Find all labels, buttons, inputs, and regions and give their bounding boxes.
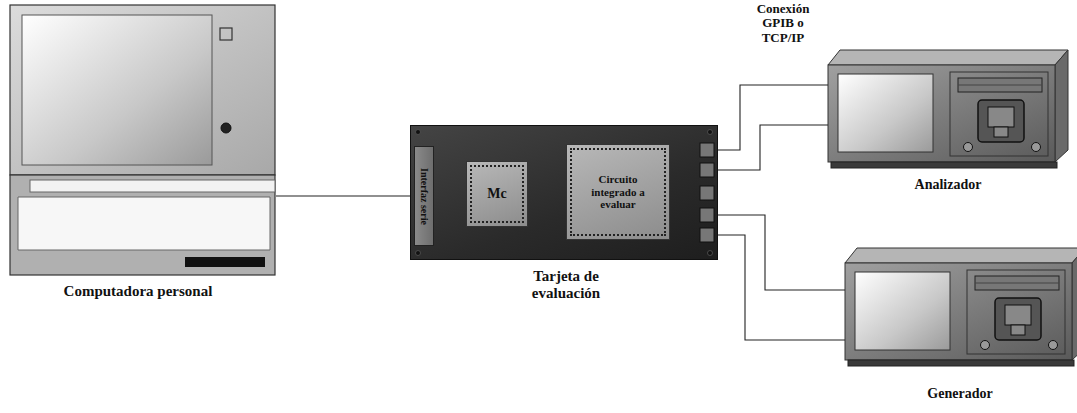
serial-interface: Interfaz serie [414,146,434,246]
laptop-hinge [30,180,275,192]
laptop-base [10,175,275,275]
analyzer-drawing [828,50,1068,168]
laptop-drawing [10,5,275,275]
board-screw [708,251,713,256]
laptop-lid [10,5,275,175]
board-screw [416,130,421,135]
board-port [700,228,714,242]
cable [276,195,414,196]
board-screw [416,251,421,256]
microcontroller-chip: Mc [466,161,528,227]
cable [718,215,845,290]
analyzer: Analizador [828,50,1068,200]
part-label: Interfaz serie [418,168,430,225]
laptop-led [221,123,231,133]
device-label: Generador [890,386,1030,402]
generator: Generador [845,248,1075,410]
laptop-button [220,28,232,40]
cable [718,85,828,150]
device-label: Tarjeta de evaluación [501,268,631,303]
part-label: Mc [487,186,506,202]
board-port [700,163,714,177]
laptop: Computadora personal [8,3,276,308]
evaluation-board: Tarjeta de evaluaciónInterfaz serieMcCir… [410,125,718,260]
device-label: Analizador [883,177,1013,193]
generator-drawing [845,248,1077,366]
board-port [700,208,714,222]
board-screw [708,130,713,135]
laptop-slot [185,257,265,267]
connection-label: Conexión GPIB o TCP/IP [748,2,818,45]
board-port [700,186,714,200]
laptop-keyboard [18,197,270,250]
cable [718,235,845,340]
part-label: Circuito integrado a evaluar [567,173,669,211]
board-port [700,143,714,157]
laptop-screen [22,15,212,165]
cable [718,125,828,170]
ic-chip: Circuito integrado a evaluar [566,144,670,240]
device-label: Computadora personal [28,283,248,300]
